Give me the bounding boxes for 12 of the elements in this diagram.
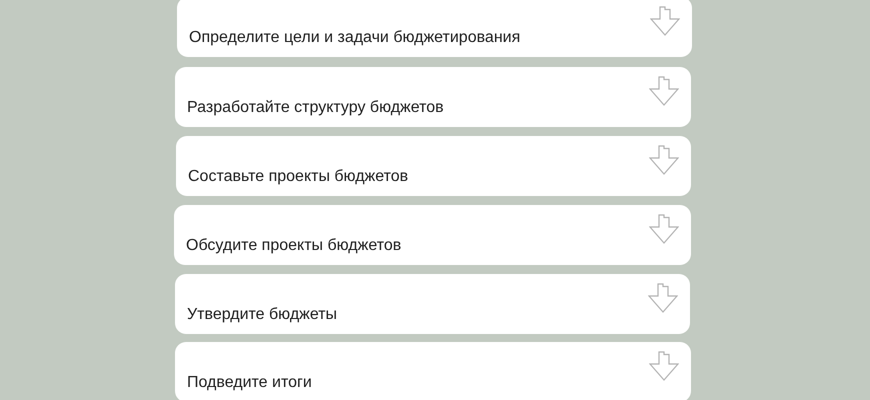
step-card — [175, 274, 690, 334]
step-card — [174, 205, 691, 265]
step-label: Определите цели и задачи бюджетирования — [189, 28, 520, 48]
step-label: Обсудите проекты бюджетов — [186, 236, 402, 256]
step-label: Составьте проекты бюджетов — [188, 167, 408, 187]
step-label: Утвердите бюджеты — [187, 305, 338, 325]
step-label: Подведите итоги — [187, 373, 312, 393]
step-label: Разработайте структуру бюджетов — [187, 98, 444, 118]
step-card — [175, 67, 691, 127]
step-card — [177, 0, 692, 57]
step-card — [176, 136, 691, 196]
step-card — [175, 342, 691, 400]
